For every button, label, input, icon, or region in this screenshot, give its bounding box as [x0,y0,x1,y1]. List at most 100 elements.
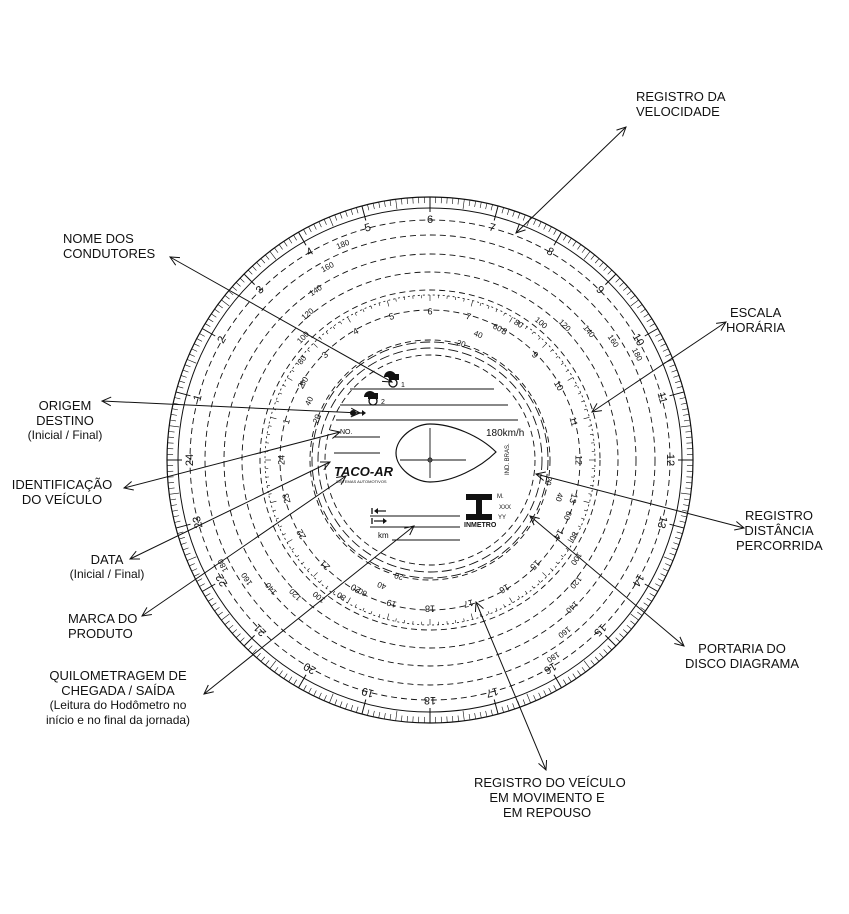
distance-tick [517,321,521,325]
hour-tick [239,277,245,283]
hour-tick [485,203,488,210]
distance-tick [313,572,318,577]
distance-tick [275,400,279,403]
hour-tick [644,328,659,337]
hour-tick [543,690,547,697]
hour-label: 6 [427,214,433,226]
distance-tick [387,300,390,307]
hour-tick [174,520,181,523]
hour-label: 2 [215,334,228,345]
pointer-data [129,461,331,560]
pointer-marca-produto [141,475,347,617]
field-no-label: NO. [340,429,353,436]
hour-tick [243,635,255,647]
hour-tick [247,269,253,275]
hour-tick [318,221,322,228]
hour-tick [323,695,327,701]
hour-tick [283,241,288,247]
hour-tick [211,602,217,607]
hour-tick [623,629,628,634]
hour-tick [630,620,636,625]
hour-tick [401,715,403,722]
distance-tick [307,568,310,571]
speed-label: 60 [491,322,504,334]
pointer-registro-distancia [535,473,745,529]
distance-tick [524,326,528,330]
hour-tick [490,709,493,716]
speed-label: 100 [533,315,549,331]
hour-tick [683,419,690,422]
hour-tick [583,660,591,669]
hour-tick [372,710,375,717]
hour-tick [626,290,632,296]
hour-tick [663,556,674,561]
distance-tick [286,377,293,381]
hour-tick [479,201,482,208]
label-identificacao-veiculo: IDENTIFICAÇÃO DO VEÍCULO [11,477,113,507]
inner-hour-label: 3 [320,350,331,361]
hour-tick [265,660,270,666]
hour-tick [171,509,178,512]
hour-tick [662,568,669,572]
hour-tick [538,221,542,228]
distance-tick [319,580,322,583]
hour-tick [378,712,381,719]
speed-label: 60 [356,586,369,598]
pointer-nome-condutores-arrowhead [168,256,181,266]
distance-tick [517,595,521,599]
pointer-registro-velocidade-arrowhead [515,223,526,234]
hour-tick [395,199,398,210]
distance-tick [463,298,465,302]
distance-tick [583,417,590,420]
distance-ring [264,294,596,626]
pointer-quilometragem-arrowhead [203,684,214,695]
hour-tick [671,369,678,373]
hour-tick [485,710,488,717]
hour-tick [665,563,671,567]
hour-label: 19 [360,685,375,700]
speed-label: 160 [556,624,572,640]
speed-label: 120 [557,317,573,333]
label-escala-horaria: ESCALA HORÁRIA [726,305,786,335]
hour-tick [543,223,547,230]
hour-tick [607,269,613,275]
hour-tick [179,380,185,384]
outer-ring [166,196,694,724]
hour-tick [533,219,537,225]
distance-tick [560,554,564,558]
pointer-escala-horaria-arrowhead [716,321,727,331]
label-registro-velocidade: REGISTRO DA VELOCIDADE [636,89,726,119]
hour-tick [683,414,690,416]
hour-tick [603,265,608,271]
distance-tick [550,349,553,352]
hour-tick [522,699,526,706]
hour-tick [303,685,307,691]
hour-tick [548,226,552,233]
distance-tick [296,362,300,366]
hour-tick [389,200,392,207]
pointer-registro-veiculo-arrowhead [538,759,548,772]
hour-tick [655,583,661,587]
hour-tick [269,660,277,669]
hour-tick [313,690,317,697]
distance-tick [503,312,506,316]
hour-label: 5 [363,221,372,234]
hour-tick [221,299,230,307]
hour-tick [252,265,257,271]
hour-tick [685,436,693,438]
hour-tick [406,715,408,723]
speed-label: 120 [287,586,303,602]
hour-tick [196,578,203,582]
distance-tick [470,300,473,307]
hour-tick [685,487,692,489]
distance-tick [313,343,318,348]
inner-hour-label: 17 [462,597,474,609]
distance-tick [487,611,490,615]
hour-tick [361,699,367,715]
speed-label: 140 [564,599,580,615]
hour-tick [512,703,515,710]
hour-tick [232,629,237,634]
hour-tick [171,408,178,411]
distance-tick [581,517,585,520]
hour-tick [474,713,476,720]
